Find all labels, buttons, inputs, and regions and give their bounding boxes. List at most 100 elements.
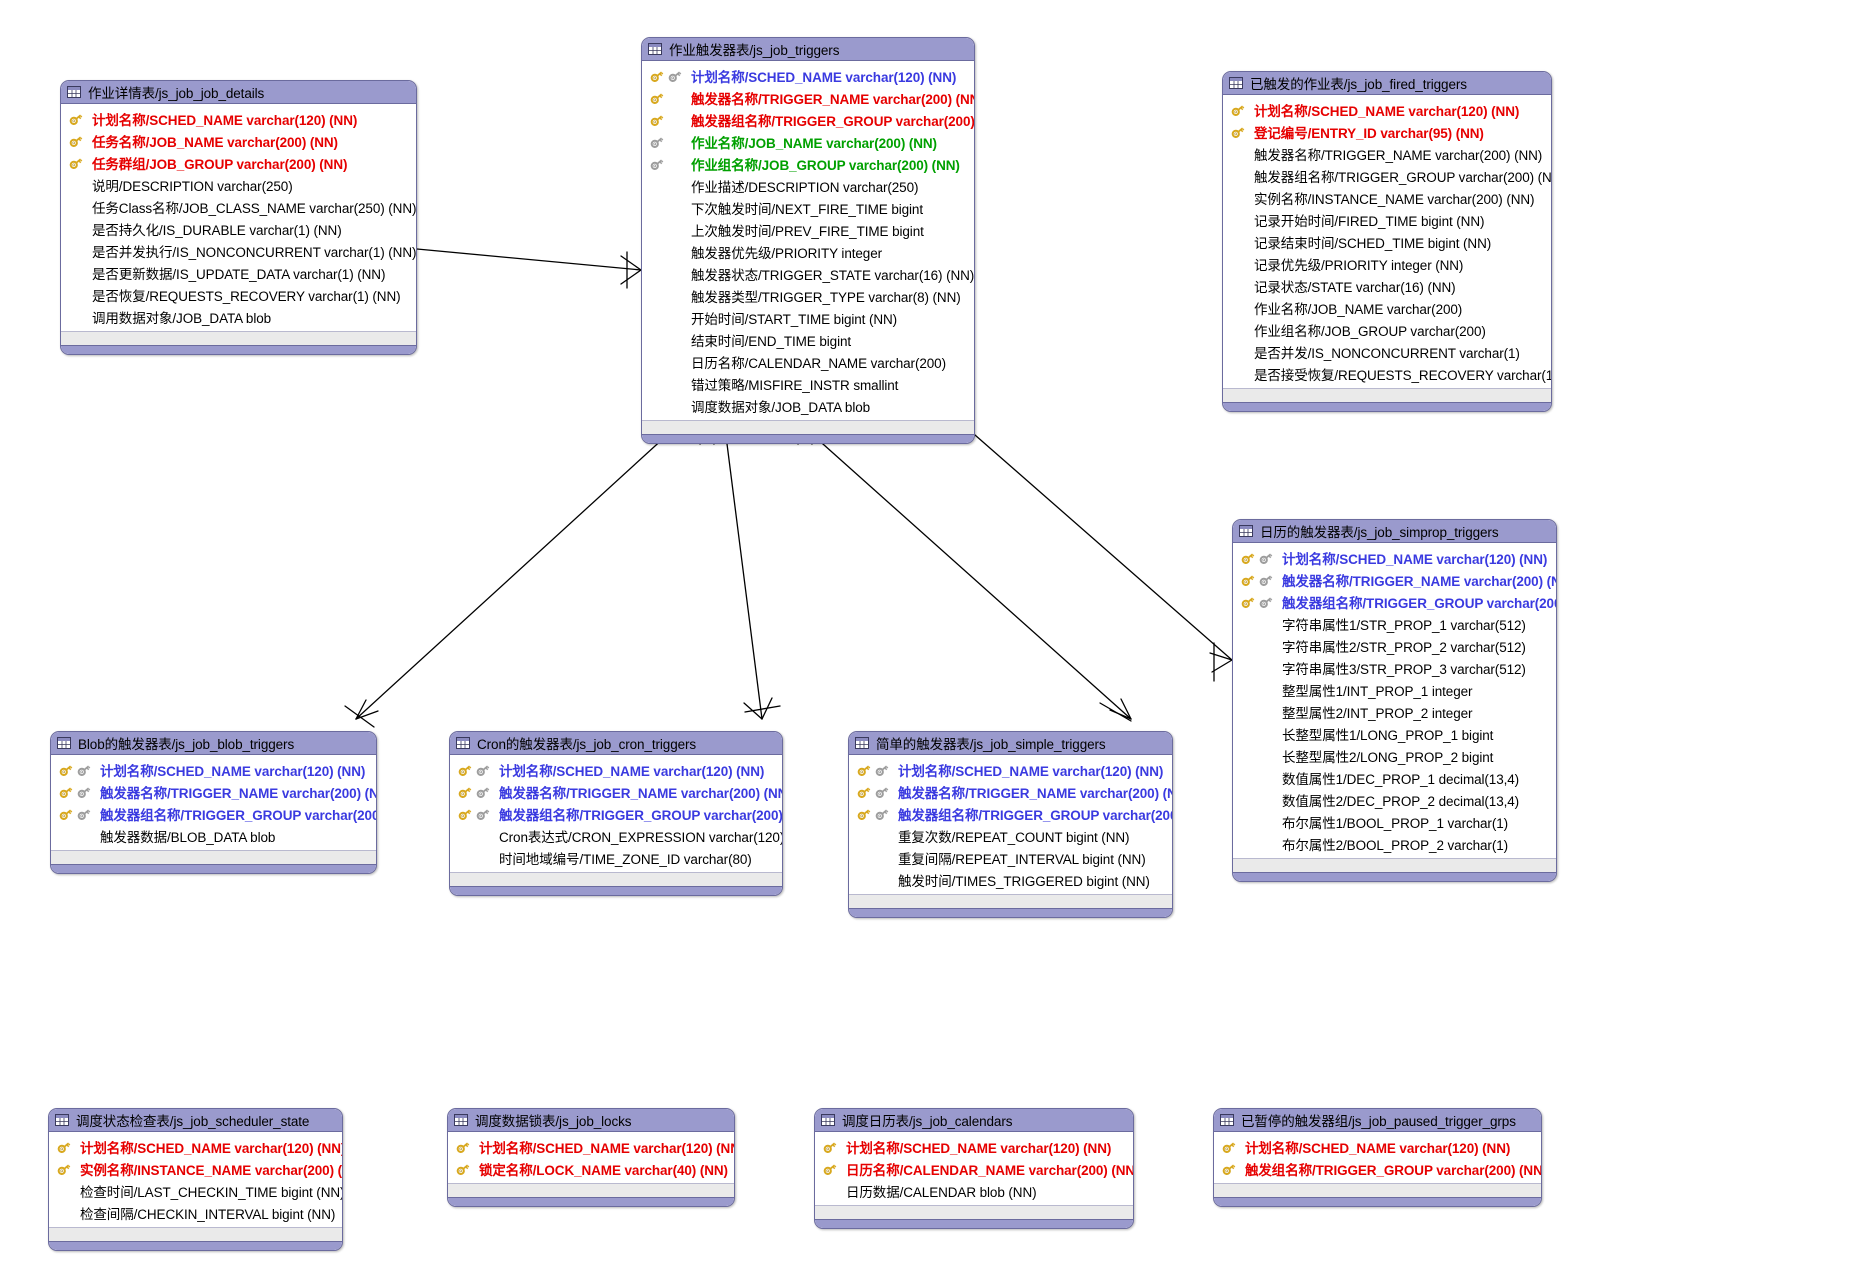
- field-row[interactable]: 结束时间/END_TIME bigint: [642, 329, 974, 351]
- field-row[interactable]: 任务Class名称/JOB_CLASS_NAME varchar(250) (N…: [61, 196, 416, 218]
- entity-header-paused_trigger_grps[interactable]: 已暂停的触发器组/js_job_paused_trigger_grps: [1214, 1109, 1541, 1132]
- field-row[interactable]: 整型属性1/INT_PROP_1 integer: [1233, 679, 1556, 701]
- entity-header-locks[interactable]: 调度数据锁表/js_job_locks: [448, 1109, 734, 1132]
- field-row[interactable]: 记录开始时间/FIRED_TIME bigint (NN): [1223, 209, 1551, 231]
- field-row[interactable]: 日历数据/CALENDAR blob (NN): [815, 1180, 1133, 1202]
- field-row[interactable]: 登记编号/ENTRY_ID varchar(95) (NN): [1223, 121, 1551, 143]
- field-row[interactable]: 整型属性2/INT_PROP_2 integer: [1233, 701, 1556, 723]
- field-row[interactable]: 实例名称/INSTANCE_NAME varchar(200) (NN): [49, 1158, 342, 1180]
- field-row[interactable]: 数值属性2/DEC_PROP_2 decimal(13,4): [1233, 789, 1556, 811]
- field-row[interactable]: 时间地域编号/TIME_ZONE_ID varchar(80): [450, 847, 782, 869]
- field-row[interactable]: 锁定名称/LOCK_NAME varchar(40) (NN): [448, 1158, 734, 1180]
- entity-paused_trigger_grps[interactable]: 已暂停的触发器组/js_job_paused_trigger_grps 计划名称/…: [1213, 1108, 1542, 1207]
- field-row[interactable]: 布尔属性2/BOOL_PROP_2 varchar(1): [1233, 833, 1556, 855]
- entity-blob_triggers[interactable]: Blob的触发器表/js_job_blob_triggers 计划名称/SCHED…: [50, 731, 377, 874]
- field-row[interactable]: 触发器组名称/TRIGGER_GROUP varchar(200) (NN): [51, 803, 376, 825]
- field-row[interactable]: 是否更新数据/IS_UPDATE_DATA varchar(1) (NN): [61, 262, 416, 284]
- field-row[interactable]: 字符串属性1/STR_PROP_1 varchar(512): [1233, 613, 1556, 635]
- field-row[interactable]: 触发器状态/TRIGGER_STATE varchar(16) (NN): [642, 263, 974, 285]
- field-row[interactable]: 下次触发时间/NEXT_FIRE_TIME bigint: [642, 197, 974, 219]
- entity-simprop_triggers[interactable]: 日历的触发器表/js_job_simprop_triggers 计划名称/SCHE…: [1232, 519, 1557, 882]
- entity-header-blob_triggers[interactable]: Blob的触发器表/js_job_blob_triggers: [51, 732, 376, 755]
- field-row[interactable]: 触发器名称/TRIGGER_NAME varchar(200) (NN): [642, 87, 974, 109]
- entity-header-simple_triggers[interactable]: 简单的触发器表/js_job_simple_triggers: [849, 732, 1172, 755]
- field-row[interactable]: 计划名称/SCHED_NAME varchar(120) (NN): [49, 1136, 342, 1158]
- field-row[interactable]: 数值属性1/DEC_PROP_1 decimal(13,4): [1233, 767, 1556, 789]
- field-row[interactable]: 是否并发/IS_NONCONCURRENT varchar(1): [1223, 341, 1551, 363]
- field-row[interactable]: 字符串属性2/STR_PROP_2 varchar(512): [1233, 635, 1556, 657]
- entity-header-cron_triggers[interactable]: Cron的触发器表/js_job_cron_triggers: [450, 732, 782, 755]
- field-row[interactable]: 作业名称/JOB_NAME varchar(200) (NN): [642, 131, 974, 153]
- field-row[interactable]: 触发器名称/TRIGGER_NAME varchar(200) (NN): [1233, 569, 1556, 591]
- entity-fired_triggers[interactable]: 已触发的作业表/js_job_fired_triggers 计划名称/SCHED_…: [1222, 71, 1552, 412]
- entity-locks[interactable]: 调度数据锁表/js_job_locks 计划名称/SCHED_NAME varch…: [447, 1108, 735, 1207]
- entity-cron_triggers[interactable]: Cron的触发器表/js_job_cron_triggers 计划名称/SCHED…: [449, 731, 783, 896]
- field-row[interactable]: 触发器组名称/TRIGGER_GROUP varchar(200) (NN): [450, 803, 782, 825]
- field-row[interactable]: 触发器名称/TRIGGER_NAME varchar(200) (NN): [849, 781, 1172, 803]
- field-row[interactable]: 计划名称/SCHED_NAME varchar(120) (NN): [51, 759, 376, 781]
- entity-job_details[interactable]: 作业详情表/js_job_job_details 计划名称/SCHED_NAME …: [60, 80, 417, 355]
- field-row[interactable]: 是否持久化/IS_DURABLE varchar(1) (NN): [61, 218, 416, 240]
- field-row[interactable]: 计划名称/SCHED_NAME varchar(120) (NN): [1233, 547, 1556, 569]
- field-row[interactable]: 计划名称/SCHED_NAME varchar(120) (NN): [61, 108, 416, 130]
- field-row[interactable]: 日历名称/CALENDAR_NAME varchar(200) (NN): [815, 1158, 1133, 1180]
- entity-header-triggers[interactable]: 作业触发器表/js_job_triggers: [642, 38, 974, 61]
- field-row[interactable]: 触发器名称/TRIGGER_NAME varchar(200) (NN): [450, 781, 782, 803]
- entity-calendars[interactable]: 调度日历表/js_job_calendars 计划名称/SCHED_NAME va…: [814, 1108, 1134, 1229]
- field-row[interactable]: 日历名称/CALENDAR_NAME varchar(200): [642, 351, 974, 373]
- entity-header-fired_triggers[interactable]: 已触发的作业表/js_job_fired_triggers: [1223, 72, 1551, 95]
- field-row[interactable]: 上次触发时间/PREV_FIRE_TIME bigint: [642, 219, 974, 241]
- field-row[interactable]: 长整型属性1/LONG_PROP_1 bigint: [1233, 723, 1556, 745]
- field-row[interactable]: 长整型属性2/LONG_PROP_2 bigint: [1233, 745, 1556, 767]
- field-row[interactable]: 作业组名称/JOB_GROUP varchar(200) (NN): [642, 153, 974, 175]
- entity-header-simprop_triggers[interactable]: 日历的触发器表/js_job_simprop_triggers: [1233, 520, 1556, 543]
- field-row[interactable]: 实例名称/INSTANCE_NAME varchar(200) (NN): [1223, 187, 1551, 209]
- field-row[interactable]: 触发器类型/TRIGGER_TYPE varchar(8) (NN): [642, 285, 974, 307]
- field-row[interactable]: 计划名称/SCHED_NAME varchar(120) (NN): [815, 1136, 1133, 1158]
- field-row[interactable]: 是否并发执行/IS_NONCONCURRENT varchar(1) (NN): [61, 240, 416, 262]
- field-row[interactable]: 计划名称/SCHED_NAME varchar(120) (NN): [1214, 1136, 1541, 1158]
- field-row[interactable]: 计划名称/SCHED_NAME varchar(120) (NN): [448, 1136, 734, 1158]
- field-row[interactable]: 触发器名称/TRIGGER_NAME varchar(200) (NN): [1223, 143, 1551, 165]
- field-row[interactable]: 记录优先级/PRIORITY integer (NN): [1223, 253, 1551, 275]
- field-row[interactable]: 作业组名称/JOB_GROUP varchar(200): [1223, 319, 1551, 341]
- field-row[interactable]: 计划名称/SCHED_NAME varchar(120) (NN): [450, 759, 782, 781]
- field-row[interactable]: 计划名称/SCHED_NAME varchar(120) (NN): [849, 759, 1172, 781]
- field-row[interactable]: 触发器数据/BLOB_DATA blob: [51, 825, 376, 847]
- entity-header-calendars[interactable]: 调度日历表/js_job_calendars: [815, 1109, 1133, 1132]
- field-row[interactable]: 记录状态/STATE varchar(16) (NN): [1223, 275, 1551, 297]
- field-row[interactable]: 计划名称/SCHED_NAME varchar(120) (NN): [642, 65, 974, 87]
- field-row[interactable]: 是否接受恢复/REQUESTS_RECOVERY varchar(1): [1223, 363, 1551, 385]
- field-row[interactable]: 作业名称/JOB_NAME varchar(200): [1223, 297, 1551, 319]
- entity-header-job_details[interactable]: 作业详情表/js_job_job_details: [61, 81, 416, 104]
- field-row[interactable]: 是否恢复/REQUESTS_RECOVERY varchar(1) (NN): [61, 284, 416, 306]
- field-row[interactable]: Cron表达式/CRON_EXPRESSION varchar(120) (NN…: [450, 825, 782, 847]
- field-row[interactable]: 计划名称/SCHED_NAME varchar(120) (NN): [1223, 99, 1551, 121]
- field-row[interactable]: 调度数据对象/JOB_DATA blob: [642, 395, 974, 417]
- field-row[interactable]: 检查间隔/CHECKIN_INTERVAL bigint (NN): [49, 1202, 342, 1224]
- entity-simple_triggers[interactable]: 简单的触发器表/js_job_simple_triggers 计划名称/SCHED…: [848, 731, 1173, 918]
- field-row[interactable]: 触发器组名称/TRIGGER_GROUP varchar(200) (NN): [642, 109, 974, 131]
- field-row[interactable]: 记录结束时间/SCHED_TIME bigint (NN): [1223, 231, 1551, 253]
- field-row[interactable]: 触发器组名称/TRIGGER_GROUP varchar(200) (NN): [849, 803, 1172, 825]
- field-row[interactable]: 错过策略/MISFIRE_INSTR smallint: [642, 373, 974, 395]
- entity-triggers[interactable]: 作业触发器表/js_job_triggers 计划名称/SCHED_NAME va…: [641, 37, 975, 444]
- field-row[interactable]: 说明/DESCRIPTION varchar(250): [61, 174, 416, 196]
- field-row[interactable]: 触发器名称/TRIGGER_NAME varchar(200) (NN): [51, 781, 376, 803]
- field-row[interactable]: 重复次数/REPEAT_COUNT bigint (NN): [849, 825, 1172, 847]
- field-row[interactable]: 字符串属性3/STR_PROP_3 varchar(512): [1233, 657, 1556, 679]
- field-row[interactable]: 触发器优先级/PRIORITY integer: [642, 241, 974, 263]
- field-row[interactable]: 检查时间/LAST_CHECKIN_TIME bigint (NN): [49, 1180, 342, 1202]
- entity-header-scheduler_state[interactable]: 调度状态检查表/js_job_scheduler_state: [49, 1109, 342, 1132]
- field-row[interactable]: 任务名称/JOB_NAME varchar(200) (NN): [61, 130, 416, 152]
- entity-scheduler_state[interactable]: 调度状态检查表/js_job_scheduler_state 计划名称/SCHED…: [48, 1108, 343, 1251]
- field-row[interactable]: 触发时间/TIMES_TRIGGERED bigint (NN): [849, 869, 1172, 891]
- field-row[interactable]: 重复间隔/REPEAT_INTERVAL bigint (NN): [849, 847, 1172, 869]
- field-row[interactable]: 触发器组名称/TRIGGER_GROUP varchar(200) (NN): [1223, 165, 1551, 187]
- field-row[interactable]: 任务群组/JOB_GROUP varchar(200) (NN): [61, 152, 416, 174]
- field-row[interactable]: 触发组名称/TRIGGER_GROUP varchar(200) (NN): [1214, 1158, 1541, 1180]
- field-row[interactable]: 调用数据对象/JOB_DATA blob: [61, 306, 416, 328]
- field-row[interactable]: 布尔属性1/BOOL_PROP_1 varchar(1): [1233, 811, 1556, 833]
- field-row[interactable]: 作业描述/DESCRIPTION varchar(250): [642, 175, 974, 197]
- field-row[interactable]: 开始时间/START_TIME bigint (NN): [642, 307, 974, 329]
